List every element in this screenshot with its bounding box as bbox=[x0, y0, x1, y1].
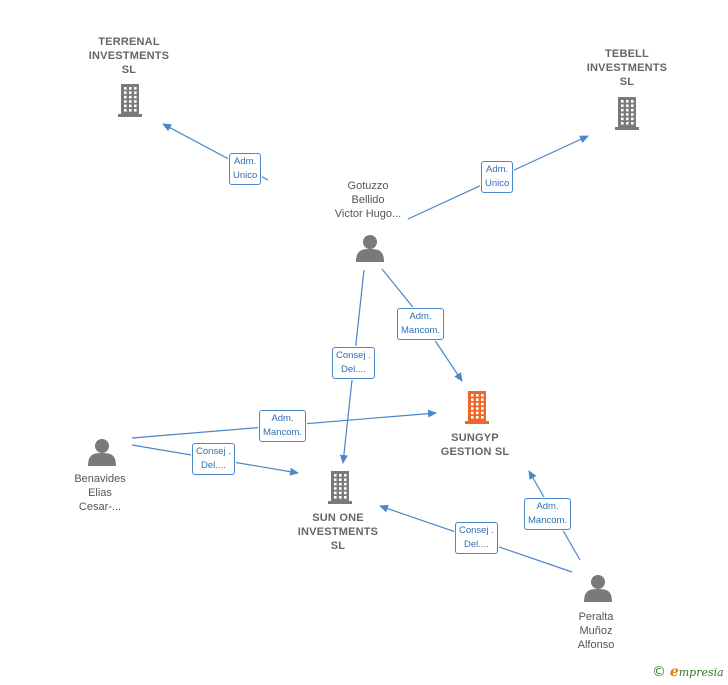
brand-logo[interactable]: © empresia bbox=[652, 664, 724, 680]
edge-label-gotuzzo-sungyp[interactable]: Adm. Mancom. bbox=[397, 308, 445, 340]
person-icon-benavides[interactable] bbox=[88, 439, 116, 466]
node-label-gotuzzo[interactable]: Gotuzzo Bellido Victor Hugo... bbox=[334, 180, 402, 220]
building-icon-terrenal[interactable] bbox=[118, 84, 142, 117]
building-icon-tebell[interactable] bbox=[615, 97, 639, 130]
node-label-sungyp[interactable]: SUNGYP GESTION SL bbox=[440, 432, 510, 458]
node-label-sunone[interactable]: SUN ONE INVESTMENTS SL bbox=[297, 512, 379, 552]
copyright-icon: © bbox=[652, 664, 666, 680]
building-icon-sunone[interactable] bbox=[328, 471, 352, 504]
brand-name-rest: mpresia bbox=[678, 666, 724, 679]
node-label-peralta[interactable]: Peralta Muñoz Alfonso bbox=[577, 611, 615, 651]
edge-label-benavides-sunone[interactable]: Consej . Del.... bbox=[192, 443, 235, 475]
building-icon-sungyp[interactable] bbox=[465, 391, 489, 424]
edge-label-gotuzzo-tebell[interactable]: Adm. Unico bbox=[481, 161, 514, 193]
node-label-tebell[interactable]: TEBELL INVESTMENTS SL bbox=[586, 48, 668, 88]
node-label-benavides[interactable]: Benavides Elias Cesar-... bbox=[74, 473, 126, 513]
edge-gotuzzo-sungyp bbox=[381, 268, 463, 382]
edge-label-gotuzzo-terrenal[interactable]: Adm. Unico bbox=[229, 153, 262, 185]
person-icon-gotuzzo[interactable] bbox=[356, 235, 384, 262]
edge-label-peralta-sunone[interactable]: Consej . Del.... bbox=[455, 522, 498, 554]
person-icon-peralta[interactable] bbox=[584, 575, 612, 602]
edge-label-gotuzzo-sunone[interactable]: Consej . Del.... bbox=[332, 347, 375, 379]
node-label-terrenal[interactable]: TERRENAL INVESTMENTS SL bbox=[88, 36, 170, 76]
nodes-layer bbox=[88, 84, 639, 602]
edge-label-benavides-sungyp[interactable]: Adm. Mancom. bbox=[259, 410, 307, 442]
edge-label-peralta-sungyp[interactable]: Adm. Mancom. bbox=[524, 498, 572, 530]
brand-name-initial: e bbox=[669, 664, 679, 680]
